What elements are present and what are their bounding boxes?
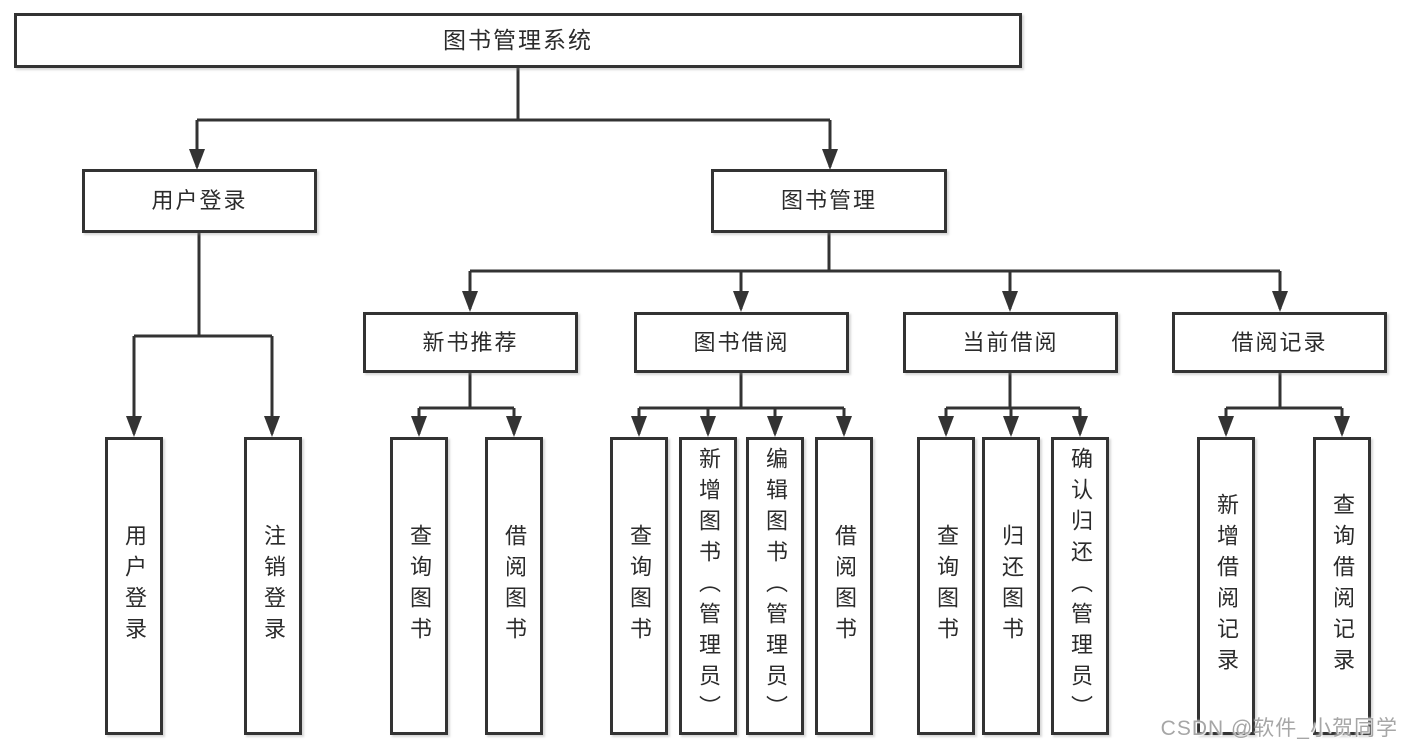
arrow-down-icon: [822, 149, 838, 170]
leaf-query-borrow-record-label: 查询借阅记录: [1330, 493, 1355, 679]
arrow-down-icon: [1272, 291, 1288, 312]
leaf-query-books-1-label: 查询图书: [407, 524, 432, 648]
node-book-management-label: 图书管理: [780, 188, 877, 213]
leaf-query-books-1: 查询图书: [390, 437, 448, 735]
connector-newbooks-to-leaves: [417, 373, 516, 434]
arrow-down-icon: [1002, 291, 1018, 312]
node-borrow-records: 借阅记录: [1172, 312, 1387, 373]
arrow-down-icon: [733, 291, 749, 312]
leaf-user-login-label: 用户登录: [122, 524, 147, 648]
arrow-down-icon: [1218, 416, 1234, 437]
arrow-down-icon: [1072, 416, 1088, 437]
arrow-down-icon: [264, 416, 280, 437]
arrow-down-icon: [411, 416, 427, 437]
arrow-down-icon: [631, 416, 647, 437]
leaf-borrow-books-1: 借阅图书: [485, 437, 543, 735]
leaf-borrow-books-1-label: 借阅图书: [502, 524, 527, 648]
leaf-add-books-admin-label: 新增图书（管理员）: [696, 446, 721, 726]
node-book-borrowing-label: 图书借阅: [693, 329, 790, 355]
leaf-edit-books-admin-label: 编辑图书（管理员）: [763, 446, 788, 726]
leaf-logout: 注销登录: [244, 437, 302, 735]
arrow-down-icon: [1334, 416, 1350, 437]
leaf-confirm-return-admin-label: 确认归还（管理员）: [1068, 446, 1093, 726]
node-new-book-recommend-label: 新书推荐: [422, 329, 519, 355]
node-book-borrowing: 图书借阅: [634, 312, 849, 373]
leaf-query-books-3-label: 查询图书: [934, 524, 959, 648]
leaf-query-books-3: 查询图书: [917, 437, 975, 735]
leaf-query-borrow-record: 查询借阅记录: [1313, 437, 1371, 735]
arrow-down-icon: [506, 416, 522, 437]
node-root: 图书管理系统: [14, 13, 1022, 68]
connector-login-to-leaves: [132, 233, 274, 434]
arrow-down-icon: [189, 149, 205, 170]
leaf-logout-label: 注销登录: [261, 524, 286, 648]
leaf-query-books-2-label: 查询图书: [627, 524, 652, 648]
connector-root-to-level2: [195, 68, 832, 167]
leaf-add-books-admin: 新增图书（管理员）: [679, 437, 737, 735]
arrowheads: [126, 149, 1350, 437]
leaf-user-login: 用户登录: [105, 437, 163, 735]
arrow-down-icon: [938, 416, 954, 437]
leaf-return-books-label: 归还图书: [999, 524, 1024, 648]
leaf-confirm-return-admin: 确认归还（管理员）: [1051, 437, 1109, 735]
arrow-down-icon: [836, 416, 852, 437]
node-new-book-recommend: 新书推荐: [363, 312, 578, 373]
leaf-add-borrow-record: 新增借阅记录: [1197, 437, 1255, 735]
csdn-watermark: CSDN @软件_小贺同学: [1160, 717, 1398, 740]
connector-mgmt-to-level3: [468, 233, 1282, 309]
arrow-down-icon: [126, 416, 142, 437]
leaf-edit-books-admin: 编辑图书（管理员）: [746, 437, 804, 735]
node-book-management: 图书管理: [711, 169, 947, 233]
arrow-down-icon: [1003, 416, 1019, 437]
leaf-return-books: 归还图书: [982, 437, 1040, 735]
connector-records-to-leaves: [1224, 373, 1344, 434]
leaf-borrow-books-2: 借阅图书: [815, 437, 873, 735]
arrow-down-icon: [462, 291, 478, 312]
leaf-query-books-2: 查询图书: [610, 437, 668, 735]
leaf-add-borrow-record-label: 新增借阅记录: [1214, 493, 1239, 679]
node-user-login-label: 用户登录: [151, 188, 248, 213]
node-user-login: 用户登录: [82, 169, 317, 233]
arrow-down-icon: [700, 416, 716, 437]
arrow-down-icon: [767, 416, 783, 437]
node-borrow-records-label: 借阅记录: [1231, 329, 1328, 355]
connector-borrow-to-leaves: [637, 373, 846, 434]
node-root-label: 图书管理系统: [443, 27, 593, 53]
node-current-borrowing-label: 当前借阅: [962, 329, 1059, 355]
leaf-borrow-books-2-label: 借阅图书: [832, 524, 857, 648]
node-current-borrowing: 当前借阅: [903, 312, 1118, 373]
